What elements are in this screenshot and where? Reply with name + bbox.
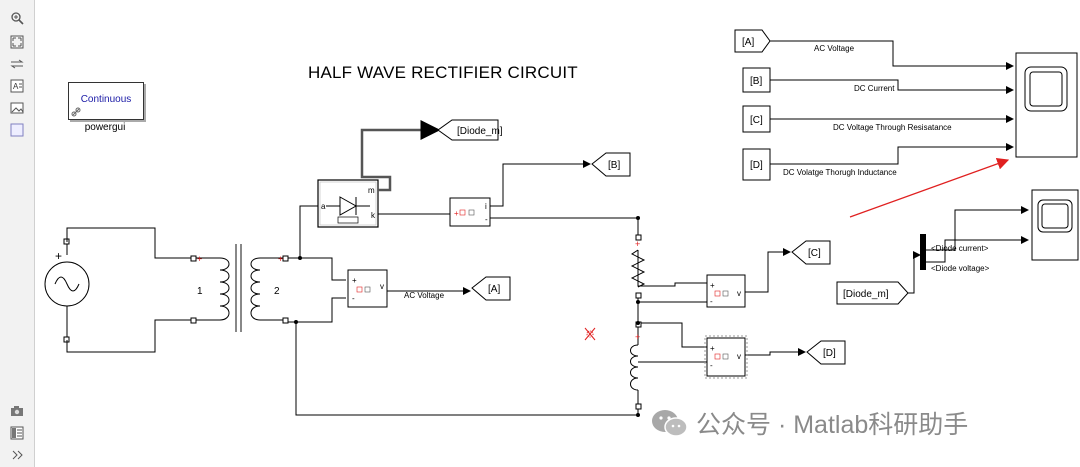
polarity-plus-1: + (197, 254, 202, 264)
expand-icon[interactable] (10, 448, 24, 462)
goto-b[interactable]: [B] (591, 152, 631, 177)
vm-l-minus: - (710, 361, 713, 370)
resistor[interactable]: + (630, 239, 646, 288)
vm-ac-minus: - (352, 294, 355, 303)
from-a[interactable]: [A] (734, 29, 771, 53)
signal-label-dc-voltage-res: DC Voltage Through Resisatance (833, 123, 952, 132)
diode-port-m: m (368, 186, 375, 195)
vm-ac-plus: + (352, 276, 357, 285)
left-toolbar: A (0, 0, 35, 467)
powergui-caption: powergui (84, 122, 126, 133)
svg-text:A: A (13, 82, 19, 91)
watermark: 公众号 · Matlab科研助手 (650, 405, 968, 441)
ac-voltage-source[interactable]: + (44, 238, 90, 343)
goto-a[interactable]: [A] (471, 276, 511, 301)
from-diode-m[interactable]: [Diode_m] (836, 251, 921, 305)
image-icon[interactable] (10, 101, 24, 115)
voltage-measurement-ac[interactable]: + - v (347, 269, 388, 308)
diode-block[interactable]: a k m (317, 179, 379, 228)
goto-d-label: [D] (823, 348, 836, 359)
polarity-plus-2: + (278, 254, 283, 264)
signal-label-dc-current: DC Current (854, 84, 895, 93)
red-pointer-arrow (849, 158, 1010, 218)
voltage-measurement-l[interactable]: + - v (704, 335, 748, 379)
vm-l-plus: + (710, 344, 715, 353)
diode-port-k: k (371, 211, 376, 220)
resistor-plus: + (635, 239, 640, 249)
fit-to-view-icon[interactable] (10, 35, 24, 49)
source-plus: + (55, 249, 62, 263)
goto-diode-m-label: [Diode_m] (457, 126, 503, 137)
vm-r-minus: - (710, 297, 713, 306)
diode-m-signal (360, 120, 441, 192)
goto-a-label: [A] (488, 284, 500, 295)
wechat-icon (652, 410, 688, 437)
from-c[interactable]: [C] (742, 105, 771, 133)
vm-r-port: v (737, 289, 741, 298)
from-b[interactable]: [B] (742, 67, 771, 93)
goto-c-label: [C] (808, 248, 821, 259)
vm-l-port: v (737, 352, 741, 361)
scope-main[interactable] (1015, 52, 1078, 158)
from-c-label: [C] (750, 115, 763, 126)
from-d-label: [D] (750, 160, 763, 171)
powergui-block[interactable]: Continuous (68, 82, 144, 120)
signal-label-ac-voltage-meas: AC Voltage (404, 291, 445, 300)
bus-signal-diode-current: <Diode current> (931, 244, 989, 253)
from-a-label: [A] (742, 37, 754, 48)
cm-minus: - (485, 215, 488, 224)
scope-diode[interactable] (1031, 189, 1079, 261)
watermark-text: 公众号 · Matlab科研助手 (696, 411, 969, 439)
goto-diode-m[interactable]: [Diode_m] (437, 119, 503, 141)
diode-port-a: a (321, 202, 326, 211)
winding1-label: 1 (197, 286, 203, 297)
camera-icon[interactable] (10, 404, 24, 418)
bus-selector[interactable]: <Diode current> <Diode voltage> (920, 206, 1029, 273)
from-d[interactable]: [D] (742, 148, 771, 181)
vm-ac-port: v (380, 282, 384, 291)
inductor[interactable]: + (630, 332, 641, 391)
arrows-icon[interactable] (10, 57, 24, 71)
goto-b-label: [B] (608, 160, 620, 171)
cm-port-i: i (485, 202, 487, 211)
broken-link-marker (584, 327, 596, 341)
from-diode-m-label: [Diode_m] (843, 289, 889, 300)
linear-transformer[interactable]: 1 2 + + (190, 244, 289, 332)
junction-points (294, 216, 642, 417)
signal-label-ac-voltage: AC Voltage (814, 44, 855, 53)
powergui-label: Continuous (80, 94, 132, 105)
goto-d[interactable]: [D] (806, 340, 846, 365)
scope-signal-lines (770, 40, 1014, 165)
wires-secondary (288, 160, 806, 416)
wires-primary (66, 227, 192, 353)
goto-c[interactable]: [C] (791, 240, 831, 265)
current-measurement-block[interactable]: + i - (449, 197, 491, 227)
cm-plus: + (454, 209, 459, 218)
bus-signal-diode-voltage: <Diode voltage> (931, 264, 990, 273)
zoom-in-icon[interactable] (10, 11, 24, 25)
winding2-label: 2 (274, 286, 280, 297)
model-browser-icon[interactable] (10, 426, 24, 440)
from-b-label: [B] (750, 76, 762, 87)
annotation-icon[interactable]: A (10, 79, 24, 93)
inductor-plus: + (635, 332, 640, 342)
signal-label-dc-voltage-ind: DC Volatge Thorugh Inductance (783, 168, 897, 177)
voltage-measurement-r[interactable]: + - v (706, 274, 746, 308)
link-icon (71, 107, 81, 117)
area-icon[interactable] (10, 123, 24, 137)
diagram-title: HALF WAVE RECTIFIER CIRCUIT (308, 63, 578, 82)
vm-r-plus: + (710, 281, 715, 290)
